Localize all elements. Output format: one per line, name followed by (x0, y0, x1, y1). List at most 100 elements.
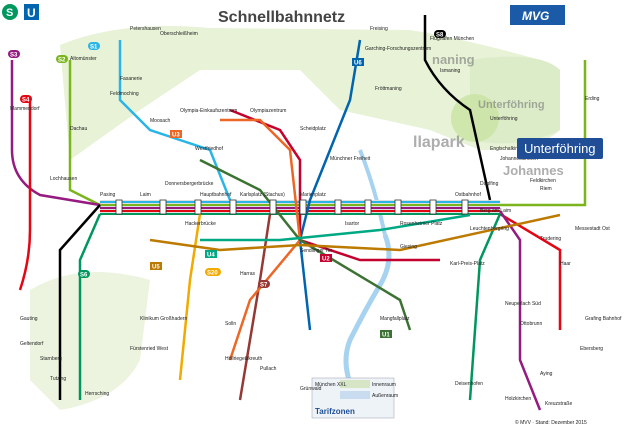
station-label[interactable]: Isartor (345, 221, 360, 227)
station-label[interactable]: Giesing (400, 244, 417, 250)
line-badge-s4[interactable]: S4 (20, 95, 32, 104)
station-label[interactable]: Pasing (100, 192, 116, 198)
station-label[interactable]: Pullach (260, 366, 277, 372)
zone-swatch-outer (340, 391, 370, 399)
station-label[interactable]: Münchner Freiheit (330, 156, 371, 162)
station-marker (194, 199, 202, 215)
station-label[interactable]: Petershausen (130, 26, 161, 32)
station-label[interactable]: Fürstenried West (130, 346, 169, 352)
station-label[interactable]: Neuperlach Süd (505, 301, 541, 307)
line-s1-north (118, 40, 232, 201)
station-label[interactable]: Dachau (70, 126, 87, 132)
station-label[interactable]: Messestadt Ost (575, 226, 610, 232)
station-label[interactable]: Feldmoching (110, 91, 139, 97)
line-badge-s6[interactable]: S6 (78, 270, 90, 279)
station-label[interactable]: Oberschleißheim (160, 31, 198, 37)
line-u4 (200, 213, 471, 242)
svg-text:U: U (27, 6, 36, 20)
station-label[interactable]: Haar (560, 261, 571, 267)
station-label[interactable]: Klinikum Großhadern (140, 316, 187, 322)
line-badge-s3[interactable]: S3 (8, 50, 20, 59)
line-badge-s2[interactable]: S2 (56, 55, 68, 64)
station-label[interactable]: Geltendorf (20, 341, 44, 347)
zone-label-xxl: München XXL (315, 382, 347, 388)
station-label[interactable]: Donnersbergerbrücke (165, 181, 214, 187)
station-label[interactable]: Daglfing (480, 181, 499, 187)
station-label[interactable]: Englschalking (490, 146, 521, 152)
station-label[interactable]: Leuchtenbergring (470, 226, 509, 232)
station-label[interactable]: Lochhausen (50, 176, 77, 182)
station-label[interactable]: Ostbahnhof (455, 192, 481, 198)
station-label[interactable]: Karl-Preis-Platz (450, 261, 485, 267)
station-label[interactable]: Ismaning (440, 68, 461, 74)
station-label[interactable]: Moosach (150, 118, 171, 124)
station-label[interactable]: Feldkirchen (530, 178, 556, 184)
station-label[interactable]: Johanneskirchen (500, 156, 538, 162)
overlay-label-naning: naning (432, 52, 475, 67)
mvg-logo-text: MVG (522, 9, 549, 23)
svg-text:U6: U6 (354, 61, 362, 67)
station-label[interactable]: Sendlinger Tor (300, 248, 332, 254)
station-label[interactable]: Kreuzstraße (545, 401, 572, 407)
station-label[interactable]: Mangfallplatz (380, 316, 410, 322)
station-label[interactable]: Unterföhring (490, 116, 518, 122)
station-marker (115, 199, 123, 215)
station-label[interactable]: Tutzing (50, 376, 66, 382)
line-badge-s1[interactable]: S1 (88, 42, 100, 51)
station-label[interactable]: Fröttmaning (375, 86, 402, 92)
station-label[interactable]: Aying (540, 371, 553, 377)
line-badge-u6[interactable]: U6 (352, 58, 364, 67)
station-label[interactable]: Erding (585, 96, 600, 102)
station-label[interactable]: Laim (140, 192, 151, 198)
station-label[interactable]: Freising (370, 26, 388, 32)
line-badge-s8[interactable]: S8 (434, 30, 446, 39)
station-label[interactable]: Garching-Forschungszentrum (365, 46, 431, 52)
svg-text:U1: U1 (382, 333, 390, 339)
station-label[interactable]: Altomünster (70, 56, 97, 62)
station-label[interactable]: Gauting (20, 316, 38, 322)
station-label[interactable]: Starnberg (40, 356, 62, 362)
line-u2 (229, 108, 440, 262)
station-label[interactable]: Scheidplatz (300, 126, 326, 132)
line-badge-u4[interactable]: U4 (205, 250, 217, 259)
station-label[interactable]: Mammendorf (10, 106, 40, 112)
station-label[interactable]: Ebersberg (580, 346, 603, 352)
svg-text:S8: S8 (436, 33, 444, 39)
station-label[interactable]: Rosenheimer Platz (400, 221, 443, 227)
station-label[interactable]: Berg am Laim (480, 208, 511, 214)
station-marker (334, 199, 342, 215)
line-badge-u3[interactable]: U3 (170, 130, 182, 139)
station-label[interactable]: Hackerbrücke (185, 221, 216, 227)
line-badge-s20[interactable]: S20 (205, 268, 221, 277)
station-label[interactable]: Solln (225, 321, 236, 327)
station-label[interactable]: Deisenhofen (455, 381, 483, 387)
line-badge-u5[interactable]: U5 (150, 262, 162, 271)
zone-label-aussenraum: Außenraum (372, 393, 398, 399)
station-label[interactable]: Grünwald (300, 386, 322, 392)
station-label[interactable]: Herrsching (85, 391, 109, 397)
station-label[interactable]: Fasanerie (120, 76, 142, 82)
station-label[interactable]: Westfriedhof (195, 146, 224, 152)
line-u5 (149, 213, 561, 252)
station-label[interactable]: Höllriegelskreuth (225, 356, 262, 362)
station-label[interactable]: Flughafen München (430, 36, 474, 42)
station-label[interactable]: Ottobrunn (520, 321, 542, 327)
station-label[interactable]: Olympiazentrum (250, 108, 286, 114)
station-label[interactable]: Trudering (540, 236, 561, 242)
station-label[interactable]: Marienplatz (300, 192, 326, 198)
station-label[interactable]: Karlsplatz (Stachus) (240, 192, 285, 198)
station-label[interactable]: Harras (240, 271, 256, 277)
station-label[interactable]: Riem (540, 186, 552, 192)
line-badge-u2[interactable]: U2 (320, 254, 332, 263)
svg-text:S3: S3 (10, 53, 18, 59)
station-label[interactable]: Grafing Bahnhof (585, 316, 622, 322)
svg-text:U4: U4 (207, 253, 215, 259)
station-label[interactable]: Hauptbahnhof (200, 192, 232, 198)
line-badge-s7[interactable]: S7 (258, 280, 270, 289)
station-label[interactable]: Holzkirchen (505, 396, 531, 402)
station-label[interactable]: Olympia-Einkaufszentrum (180, 108, 237, 114)
line-badge-u1[interactable]: U1 (380, 330, 392, 339)
station-marker (159, 199, 167, 215)
